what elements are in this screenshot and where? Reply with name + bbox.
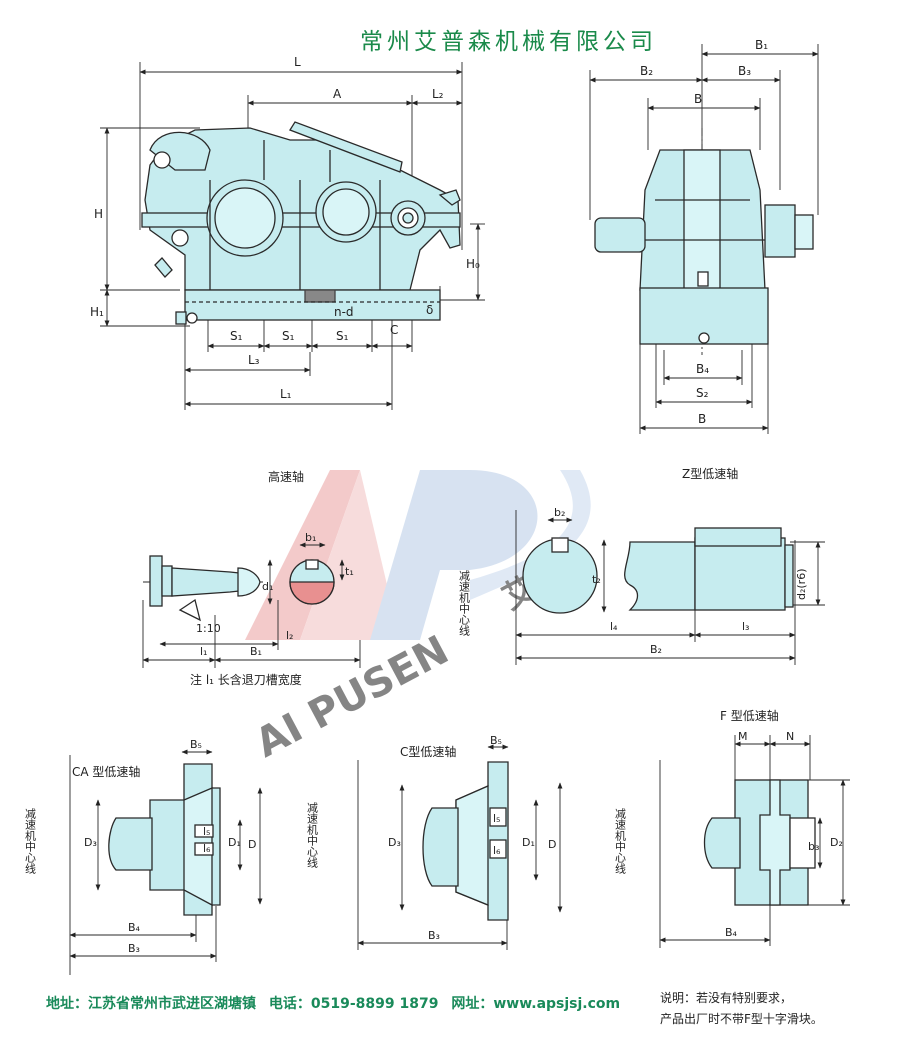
dim-B3-side: B₃: [738, 64, 751, 78]
dim-H0: H₀: [466, 257, 480, 271]
dim-B3-ca: B₃: [128, 942, 140, 955]
high-speed-shaft: [142, 542, 361, 668]
dim-d2: d₂(r6): [795, 569, 808, 601]
dim-B5-c: B₅: [490, 734, 502, 747]
dim-B2-z: B₂: [650, 643, 662, 656]
f-shaft-labels: M N b₃ D₂ B₄ 减速机中心线: [614, 730, 843, 939]
c-shaft-center-label: 减速机中心线: [306, 802, 319, 868]
dim-delta: δ: [426, 303, 433, 317]
dim-t2: t₂: [592, 573, 601, 586]
side-view: [589, 44, 819, 434]
dim-N: N: [786, 730, 794, 743]
dim-A: A: [333, 87, 342, 101]
dim-L1: L₁: [280, 387, 292, 401]
dim-B4-f: B₄: [725, 926, 738, 939]
remark: 说明：若没有特别要求， 产品出厂时不带F型十字滑块。: [660, 988, 823, 1030]
front-view-labels: L A L₂ H H₁ H₀ δ S₁ S₁ S₁ n-d C L₃ L₁: [90, 55, 480, 401]
dim-S1-b: S₁: [282, 329, 295, 343]
c-shaft-title: C型低速轴: [400, 744, 456, 759]
dim-B1-side: B₁: [755, 38, 768, 52]
c-shaft: [357, 744, 563, 950]
dim-M: M: [738, 730, 748, 743]
ca-shaft-labels: B₅ D₃ l₅ l₆ D₁ D B₄ B₃ 减速机中心线: [24, 738, 257, 955]
dim-b1: b₁: [305, 531, 316, 544]
dim-D2-f: D₂: [830, 836, 843, 849]
dim-C: C: [390, 323, 398, 337]
z-shaft-labels: b₂ t₂ d₂(r6) l₄ l₃ B₂ 减速机中心线: [458, 506, 809, 656]
dim-l6-ca: l₆: [203, 842, 211, 855]
dim-D3-ca: D₃: [84, 836, 97, 849]
footer-website[interactable]: 网址：www.apsjsj.com: [451, 996, 621, 1012]
footer-address: 地址：江苏省常州市武进区湖塘镇: [46, 996, 256, 1012]
remark-line-2: 产品出厂时不带F型十字滑块。: [660, 1012, 823, 1026]
company-title: 常州艾普森机械有限公司: [360, 29, 657, 55]
dim-B2-side: B₂: [640, 64, 653, 78]
dim-L2: L₂: [432, 87, 444, 101]
dim-D3-c: D₃: [388, 836, 401, 849]
dim-d1: d₁: [262, 580, 273, 593]
high-speed-shaft-note: 注 l₁ 长含退刀槽宽度: [190, 672, 302, 687]
dim-B-top: B: [694, 92, 702, 106]
ca-shaft-center-label: 减速机中心线: [24, 808, 37, 874]
footer-phone: 电话：0519-8899 1879: [268, 996, 439, 1012]
dim-B3-c: B₃: [428, 929, 440, 942]
dim-S2: S₂: [696, 386, 709, 400]
dim-D-c: D: [548, 838, 556, 851]
dim-D1-c: D₁: [522, 836, 535, 849]
dim-b3: b₃: [808, 840, 819, 853]
ca-shaft-title: CA 型低速轴: [72, 764, 140, 779]
f-shaft: [659, 735, 850, 948]
dim-taper: 1:10: [196, 622, 221, 635]
dim-D1-ca: D₁: [228, 836, 241, 849]
dim-l6-c: l₆: [493, 844, 501, 857]
dim-S1-c: S₁: [336, 329, 349, 343]
dim-B4-ca: B₄: [128, 921, 141, 934]
dim-B-bottom: B: [698, 412, 706, 426]
footer-contact: 地址：江苏省常州市武进区湖塘镇 电话：0519-8899 1879 网址：www…: [46, 993, 628, 1013]
dim-t1: t₁: [345, 565, 354, 578]
watermark: AI PUSEN 艾普森: [245, 470, 599, 767]
z-shaft-center-label: 减速机中心线: [458, 570, 471, 636]
dim-L: L: [294, 55, 301, 69]
f-shaft-title: F 型低速轴: [720, 708, 779, 723]
dim-n-d: n-d: [334, 305, 354, 319]
dim-B4-side: B₄: [696, 362, 709, 376]
ca-shaft: [69, 749, 263, 975]
dim-S1-a: S₁: [230, 329, 243, 343]
dim-B5-ca: B₅: [190, 738, 202, 751]
dim-l5-c: l₅: [493, 812, 500, 825]
dim-H1: H₁: [90, 305, 104, 319]
dim-b2: b₂: [554, 506, 565, 519]
high-speed-shaft-title: 高速轴: [268, 469, 304, 484]
dim-l4: l₄: [610, 620, 618, 633]
dim-L3: L₃: [248, 353, 260, 367]
c-shaft-labels: B₅ D₃ l₅ l₆ D₁ D B₃ 减速机中心线: [306, 734, 557, 942]
dim-l5-ca: l₅: [203, 825, 210, 838]
dim-H: H: [94, 207, 103, 221]
dim-l3: l₃: [742, 620, 749, 633]
side-view-labels: B₁ B₂ B₃ B B₄ S₂ B: [640, 38, 768, 426]
dim-B1-hs: B₁: [250, 645, 262, 658]
front-view: [100, 62, 485, 410]
z-shaft: [515, 510, 825, 665]
z-shaft-title: Z型低速轴: [682, 466, 738, 481]
remark-line-1: 说明：若没有特别要求，: [660, 991, 793, 1005]
dim-D-ca: D: [248, 838, 256, 851]
dim-l2: l₂: [286, 629, 293, 642]
high-speed-shaft-labels: b₁ t₁ d₁ 1:10 l₂ l₁ B₁ 注 l₁ 长含退刀槽宽度: [190, 531, 354, 687]
f-shaft-center-label: 减速机中心线: [614, 808, 627, 874]
dim-l1: l₁: [200, 645, 207, 658]
